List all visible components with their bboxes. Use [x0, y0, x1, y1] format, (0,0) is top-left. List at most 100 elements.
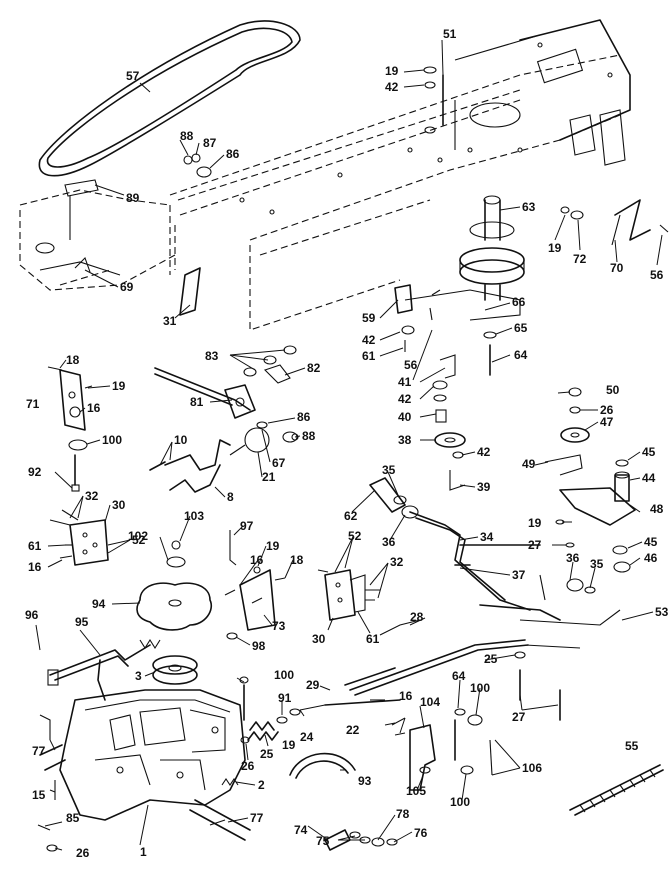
callout-37: 37	[512, 568, 526, 582]
callout-19: 19	[266, 539, 280, 553]
callout-52: 52	[132, 533, 146, 547]
callout-106: 106	[522, 761, 542, 775]
callout-26: 26	[600, 403, 614, 417]
callout-63: 63	[522, 200, 536, 214]
callout-100: 100	[102, 433, 122, 447]
callout-29: 29	[306, 678, 320, 692]
callout-85: 85	[66, 811, 80, 825]
callout-44: 44	[642, 471, 656, 485]
callout-83: 83	[205, 349, 219, 363]
callout-32: 32	[85, 489, 99, 503]
callout-59: 59	[362, 311, 376, 325]
callout-42: 42	[398, 392, 412, 406]
callout-47: 47	[600, 415, 614, 429]
callout-16: 16	[28, 560, 42, 574]
callout-65: 65	[514, 321, 528, 335]
callout-53: 53	[655, 605, 669, 619]
callout-92: 92	[28, 465, 42, 479]
callout-8: 8	[227, 490, 234, 504]
callout-39: 39	[477, 480, 491, 494]
callout-51: 51	[443, 27, 457, 41]
callout-45: 45	[644, 535, 658, 549]
callout-66: 66	[512, 295, 526, 309]
callout-19: 19	[112, 379, 126, 393]
callout-42: 42	[362, 333, 376, 347]
callout-34: 34	[480, 530, 494, 544]
callout-10: 10	[174, 433, 188, 447]
callout-21: 21	[262, 470, 276, 484]
callout-42: 42	[385, 80, 399, 94]
callout-57: 57	[126, 69, 140, 83]
callout-26: 26	[241, 759, 255, 773]
callout-30: 30	[312, 632, 326, 646]
callout-22: 22	[346, 723, 360, 737]
callout-27: 27	[528, 538, 542, 552]
transaxle	[37, 638, 356, 852]
callout-70: 70	[610, 261, 624, 275]
pedal-shaft-group	[369, 477, 621, 649]
callout-102: 102	[128, 529, 148, 543]
callout-69: 69	[120, 280, 134, 294]
callout-30: 30	[112, 498, 126, 512]
callout-1: 1	[140, 845, 147, 859]
drive-belt	[38, 20, 301, 177]
callout-61: 61	[362, 349, 376, 363]
callout-24: 24	[300, 730, 314, 744]
fan-and-bracket	[136, 530, 286, 640]
callout-16: 16	[250, 553, 264, 567]
right-idler-group	[544, 387, 636, 573]
callout-25: 25	[484, 652, 498, 666]
callout-40: 40	[398, 410, 412, 424]
callout-46: 46	[644, 551, 658, 565]
callout-41: 41	[398, 375, 412, 389]
callout-3: 3	[135, 669, 142, 683]
callout-86: 86	[226, 147, 240, 161]
callout-88: 88	[302, 429, 316, 443]
callout-96: 96	[25, 608, 39, 622]
pulley-assembly	[394, 66, 669, 491]
callout-16: 16	[399, 689, 413, 703]
callout-67: 67	[272, 456, 286, 470]
callout-42: 42	[477, 445, 491, 459]
callout-77: 77	[32, 744, 46, 758]
callout-52: 52	[348, 529, 362, 543]
lower-right-bracket	[384, 708, 493, 791]
leader-lines	[35, 39, 663, 851]
callout-19: 19	[282, 738, 296, 752]
callout-19: 19	[548, 241, 562, 255]
left-bracket-group	[47, 366, 109, 566]
callout-71: 71	[26, 397, 40, 411]
callout-50: 50	[606, 383, 620, 397]
callout-81: 81	[190, 395, 204, 409]
callout-56: 56	[650, 268, 664, 282]
callout-103: 103	[184, 509, 204, 523]
callout-88: 88	[180, 129, 194, 143]
callout-86: 86	[297, 410, 311, 424]
brake-rods	[299, 619, 561, 721]
callout-32: 32	[390, 555, 404, 569]
callout-77: 77	[250, 811, 264, 825]
callout-61: 61	[366, 632, 380, 646]
callout-35: 35	[590, 557, 604, 571]
callout-27: 27	[512, 710, 526, 724]
callout-48: 48	[650, 502, 664, 516]
cross-shaft	[149, 267, 299, 493]
callout-100: 100	[470, 681, 490, 695]
callout-55: 55	[625, 739, 639, 753]
callout-18: 18	[290, 553, 304, 567]
center-bracket	[317, 569, 380, 621]
callout-2: 2	[258, 778, 265, 792]
callout-labels: 57 89 88 87 86 69 31 51 19 42 63 19 72 7…	[25, 27, 669, 860]
callout-15: 15	[32, 788, 46, 802]
callout-62: 62	[344, 509, 358, 523]
callout-45: 45	[642, 445, 656, 459]
callout-76: 76	[414, 826, 428, 840]
callout-16: 16	[87, 401, 101, 415]
spring-55	[569, 764, 664, 816]
callout-87: 87	[203, 136, 217, 150]
callout-98: 98	[252, 639, 266, 653]
callout-19: 19	[385, 64, 399, 78]
callout-89: 89	[126, 191, 140, 205]
callout-78: 78	[396, 807, 410, 821]
callout-64: 64	[514, 348, 528, 362]
